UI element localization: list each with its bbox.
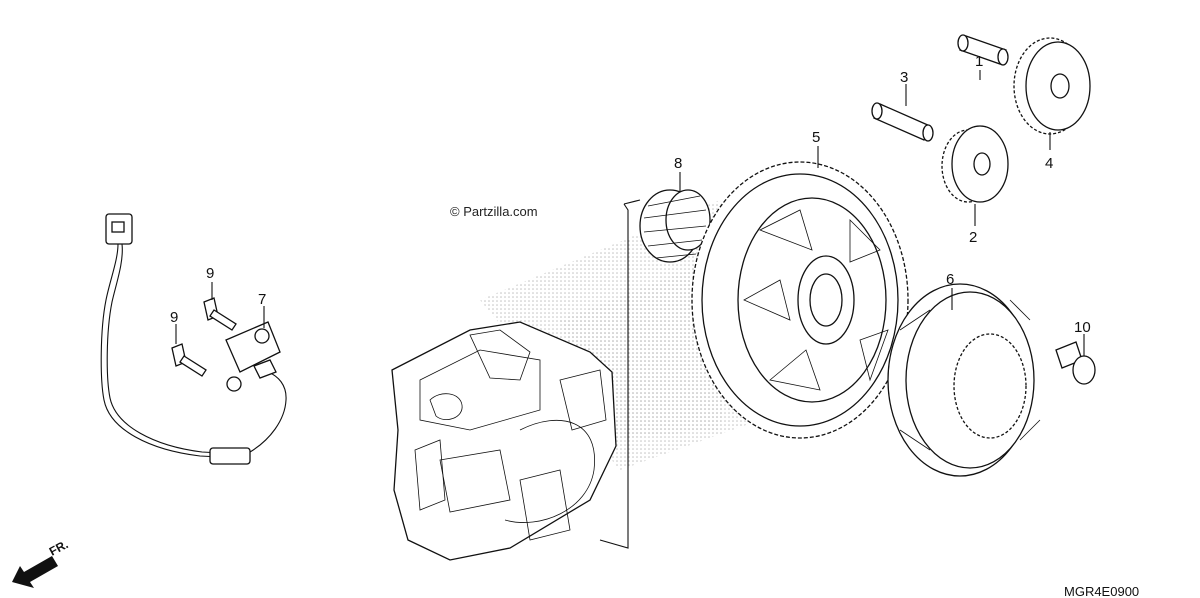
engine-block [391,321,617,561]
diagram-code: MGR4E0900 [1064,584,1139,598]
part-5-starter-driven-gear[interactable] [691,161,909,439]
direction-indicator: FR. [12,537,70,588]
part-10-socket-bolt[interactable] [1055,341,1096,385]
leader-lines [175,70,1085,356]
part-7-sensor-harness[interactable] [100,213,287,465]
part-9-bolt-lower[interactable] [171,343,207,377]
part-2-reduction-gear[interactable] [941,125,1009,203]
callout-2: 2 [969,229,977,246]
assembly-frame [599,199,641,549]
direction-label: FR. [47,537,71,558]
callout-labels: 1 2 3 4 5 6 7 8 9 9 10 [170,53,1091,336]
callout-5: 5 [812,129,820,146]
callout-7: 7 [258,291,266,308]
part-3-shaft[interactable] [871,102,934,142]
callout-10: 10 [1074,319,1091,336]
front-arrow-icon [12,556,58,588]
callout-9-upper: 9 [206,265,214,282]
part-9-bolt-upper[interactable] [203,297,237,331]
partzilla-watermark: © Partzilla.com [450,204,538,219]
part-1-shaft[interactable] [957,34,1009,66]
part-4-idle-gear[interactable] [1013,37,1091,135]
watermark-text: © Partzilla.com [450,204,538,219]
part-6-one-way-clutch[interactable] [887,283,1041,477]
part-8-needle-bearing[interactable] [639,189,711,263]
callout-4: 4 [1045,155,1053,172]
callout-8: 8 [674,155,682,172]
callout-3: 3 [900,69,908,86]
callout-1: 1 [975,53,983,70]
callout-9-lower: 9 [170,309,178,326]
callout-6: 6 [946,271,954,288]
